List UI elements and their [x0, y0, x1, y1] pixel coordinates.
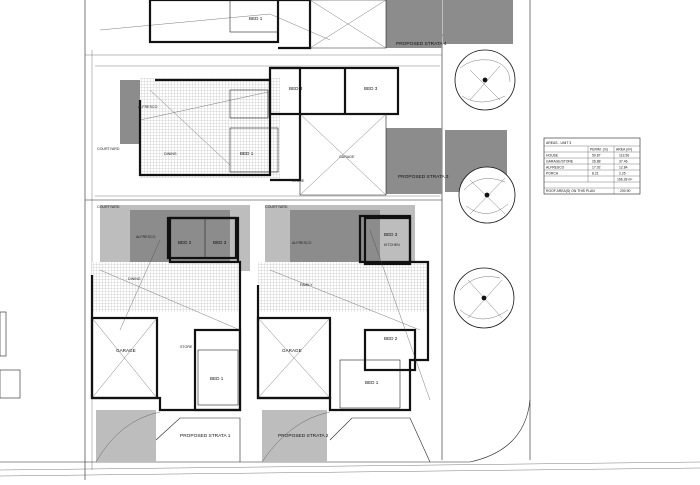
table-header-perim: PERIM. (m)	[590, 148, 608, 152]
label-courtyard-unit1: COURTYARD	[97, 205, 120, 209]
strata3-grey	[386, 128, 442, 194]
label-bed1-unit2: BED 1	[365, 380, 379, 385]
label-courtyard-unit2: COURTYARD	[265, 205, 288, 209]
table-title: AREAS - UNIT 3	[546, 141, 571, 145]
trees	[453, 49, 516, 329]
table-row-area: 113.56	[619, 154, 629, 158]
label-alfresco-unit1: ALFRESCO	[136, 235, 156, 239]
table-row-perim: 50.87	[592, 154, 601, 158]
label-alfresco-unit3: ALFRESCO	[138, 105, 158, 109]
tree-2	[458, 166, 516, 224]
label-courtyard-unit3: COURTYARD	[97, 147, 120, 151]
label-strata1: PROPOSED STRATA 1	[180, 433, 231, 439]
upper-block	[120, 0, 400, 196]
label-bed1-unit3: BED 1	[240, 151, 254, 156]
label-bed2-unit2: BED 2	[384, 336, 398, 341]
label-bed3-unit2: BED 3	[384, 232, 398, 237]
verge-top	[443, 0, 513, 44]
label-strata2: PROPOSED STRATA 2	[278, 433, 329, 439]
table-row-perim: 8.21	[592, 172, 599, 176]
label-bed1-unit1: BED 1	[210, 376, 224, 381]
table-row-label: ALFRESCO	[546, 166, 565, 170]
left-margin-note	[0, 369, 21, 399]
label-garage-unit2: GARAGE	[282, 348, 302, 353]
label-bed1-top: BED 1	[249, 16, 263, 21]
area-schedule-table: AREAS - UNIT 3 PERIM. (m) AREA (m²) HOUS…	[543, 137, 641, 195]
table-total: 166.28 m²	[617, 178, 633, 182]
table-row-perim: 26.88	[592, 160, 601, 164]
label-bed3-unit3: BED 3	[289, 86, 303, 91]
table-footer-value: 200.90	[620, 189, 630, 193]
label-dining-unit3: DINING	[164, 152, 177, 156]
table-row-area: 2.25	[619, 172, 626, 176]
table-row-label: PORCH	[546, 172, 559, 176]
table-header-area: AREA (m²)	[616, 148, 632, 152]
tree-3	[453, 267, 515, 329]
table-footer-label: ROOF AREA(S) ON THIS PLAN	[546, 189, 595, 193]
lower-block	[90, 205, 431, 463]
tree-1	[454, 49, 516, 111]
left-margin-box	[0, 311, 7, 357]
table-row-label: GARAGE/STORE	[546, 160, 574, 164]
table-row-label: HOUSE	[546, 154, 559, 158]
label-store-unit3: STORE	[292, 179, 305, 183]
label-strata4: PROPOSED STRATA 4	[396, 41, 447, 47]
label-store-unit1: STORE	[180, 345, 193, 349]
table-row-area: 37.46	[619, 160, 628, 164]
label-kitchen-unit2: KITCHEN	[384, 243, 400, 247]
label-strata3: PROPOSED STRATA 3	[398, 174, 449, 180]
label-garage-unit1: GARAGE	[116, 348, 136, 353]
strata4-grey	[386, 0, 442, 48]
label-alfresco-unit2: ALFRESCO	[292, 241, 312, 245]
label-garage-unit3: GARAGE	[339, 155, 355, 159]
label-bed2-unit1: BED 2	[178, 240, 192, 245]
label-family-unit2: FAMILY	[300, 283, 313, 287]
label-dining-unit1: DINING	[128, 277, 141, 281]
table-row-perim: 17.02	[592, 166, 601, 170]
label-bed3-unit4: BED 3	[364, 86, 378, 91]
label-bed3-unit1: BED 3	[213, 240, 227, 245]
table-row-area: 12.84	[619, 166, 628, 170]
